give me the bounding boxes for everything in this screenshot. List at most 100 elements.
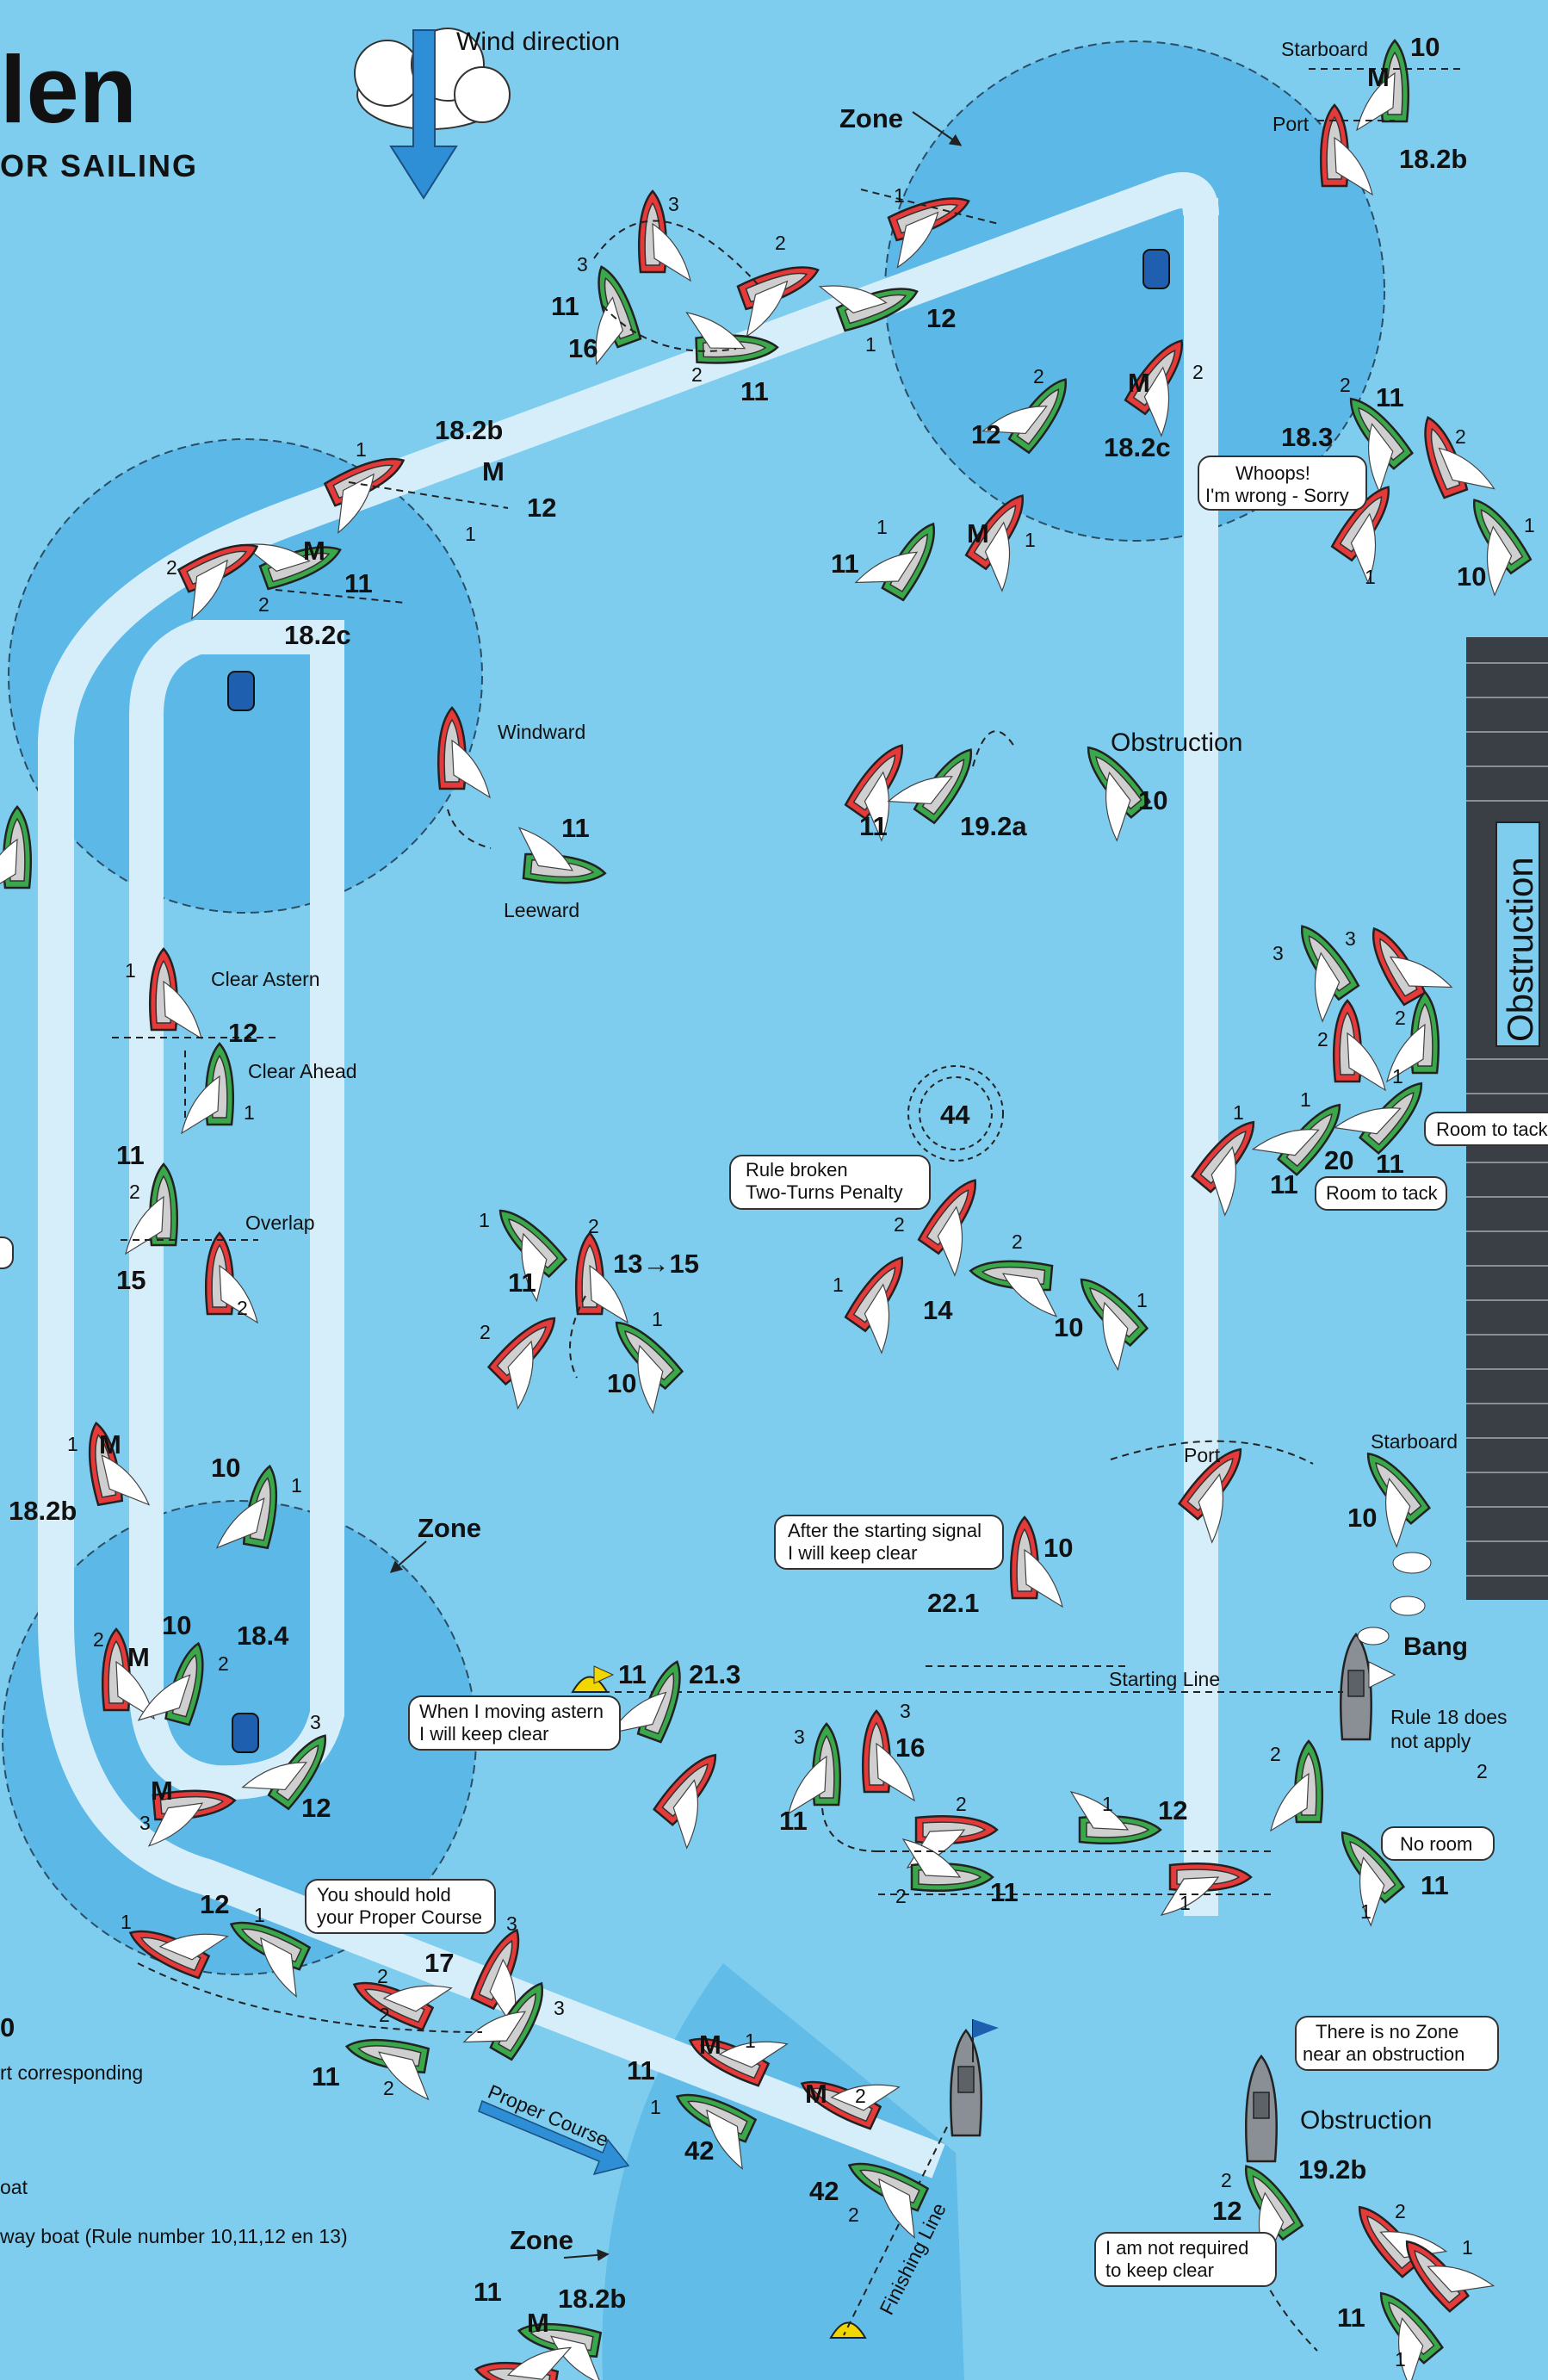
page-title-fragment: len [0,37,137,143]
seq-1q: 1 [1392,1065,1403,1088]
rule-18-2b-d: 18.2b [558,2284,626,2314]
text-labels: Starboard Port 10 M 18.2b 12 11 11 16 12… [9,32,1535,2371]
seq-1u: 1 [1180,1892,1191,1914]
seq-1z: 1 [650,2096,661,2118]
rule-20: 20 [1324,1145,1353,1175]
rule-44: 44 [940,1100,970,1130]
zone-finish-sector [602,1963,964,2380]
seq-2n: 2 [1012,1230,1023,1253]
seq-3i: 3 [506,1912,517,1935]
rule-12-f: 12 [1158,1795,1187,1825]
rule-10-b: 10 [1457,561,1486,592]
svg-text:You should hold: You should hold [317,1884,451,1906]
mark-m-j: M [805,2079,827,2109]
seq-1g: 1 [356,438,367,461]
seq-1r: 1 [67,1433,78,1455]
svg-text:Two-Turns Penalty: Two-Turns Penalty [746,1181,903,1203]
rule-12-h: 12 [1212,2196,1241,2226]
label-obstruction-a: Obstruction [1111,728,1242,757]
seq-3g: 3 [794,1726,805,1748]
seq-1d: 1 [1025,529,1036,551]
buoy-icon [227,249,1170,2339]
rule-12-a: 12 [926,303,956,333]
label-rule18-line2: not apply [1390,1730,1471,1752]
svg-text:Rule broken: Rule broken [746,1159,848,1181]
label-port: Port [1272,113,1310,135]
label-starboard-b: Starboard [1371,1430,1458,1453]
seq-2w: 2 [377,1965,388,1987]
rule-42-b: 42 [809,2176,839,2206]
callout-hold-course: You should hold your Proper Course [305,1879,496,1934]
rule-10-d: 10 [607,1368,636,1398]
seq-2z: 2 [855,2085,866,2107]
rule-11-n: 11 [990,1877,1019,1907]
label-rule18-line1: Rule 18 does [1390,1706,1508,1728]
seq-1s: 1 [291,1474,302,1497]
seq-1x: 1 [254,1904,265,1926]
obstruction-vertical-label: Obstruction [1500,857,1540,1042]
rule-10-c: 10 [1138,785,1167,815]
rule-11-g: 11 [859,811,888,841]
seq-2y: 2 [383,2077,394,2099]
rule-18-2b-c: 18.2b [9,1496,77,1526]
rule-16-a: 16 [568,333,598,363]
mark-m-e: M [303,536,325,566]
rule-11-q: 11 [627,2055,655,2086]
svg-text:I will keep clear: I will keep clear [788,1542,917,1564]
svg-text:I will keep clear: I will keep clear [419,1723,548,1745]
mark-m-a: M [1367,62,1390,92]
seq-1l: 1 [652,1308,663,1330]
seq-1n: 1 [1136,1289,1148,1311]
seq-2t: 2 [895,1885,907,1907]
seq-3h: 3 [900,1700,911,1722]
svg-text:I am not required: I am not required [1105,2237,1248,2259]
flag-icon [593,1661,1396,2062]
seq-1v: 1 [1360,1900,1372,1923]
rule-22-1: 22.1 [927,1588,979,1618]
seq-2d: 2 [1192,361,1204,383]
zone-label-mid: Zone [418,1513,481,1543]
seq-2m: 2 [894,1213,905,1236]
rule-18-3: 18.3 [1281,422,1333,452]
seq-2u: 2 [1270,1743,1281,1765]
seq-2x: 2 [379,2004,390,2026]
seq-2q: 2 [93,1628,104,1651]
seq-1k: 1 [479,1209,490,1231]
wind-direction-label: Wind direction [456,28,620,56]
zone-label-bottom: Zone [510,2225,573,2255]
svg-text:to keep clear: to keep clear [1105,2259,1214,2281]
seq-1p: 1 [1300,1088,1311,1111]
mark-m-g: M [127,1642,150,1672]
seq-3e: 3 [310,1711,321,1733]
seq-3j: 3 [554,1997,565,2019]
svg-text:I'm wrong - Sorry: I'm wrong - Sorry [1205,485,1349,506]
rule-12-g: 12 [200,1889,229,1919]
callout-rule-broken: Rule broken Two-Turns Penalty [729,1155,931,1210]
seq-2r: 2 [218,1652,229,1675]
mark-m-h: M [151,1776,173,1806]
rule-11-j: 11 [1270,1169,1298,1199]
rule-18-2c-b: 18.2c [284,620,351,650]
mark-m-f: M [99,1429,121,1460]
svg-text:your Proper Course: your Proper Course [317,1906,482,1928]
rule-10-f: 10 [1347,1503,1377,1533]
label-bang: Bang [1403,1633,1468,1661]
rule-16-b: 16 [895,1732,925,1763]
label-port-b: Port [1184,1444,1221,1466]
svg-text:No room: No room [1400,1833,1472,1855]
label-starboard: Starboard [1281,38,1368,60]
course-lines [112,68,1464,2352]
seq-2o: 2 [1317,1028,1328,1051]
legend-line-3: oat [0,2176,28,2198]
starting-line-label: Starting Line [1109,1668,1220,1690]
seq-2ac: 2 [1395,2200,1406,2222]
callout-no-room: No room [1381,1826,1495,1861]
smoke-icon [1357,1552,1432,1646]
seq-1ab: 1 [1395,2348,1406,2371]
rule-18-2c-a: 18.2c [1104,432,1171,462]
mark-m-i: M [699,2030,721,2060]
rule-19-2b: 19.2b [1298,2154,1366,2185]
seq-2ab: 2 [1221,2169,1232,2191]
callout-moving-astern: When I moving astern I will keep clear [408,1695,621,1751]
